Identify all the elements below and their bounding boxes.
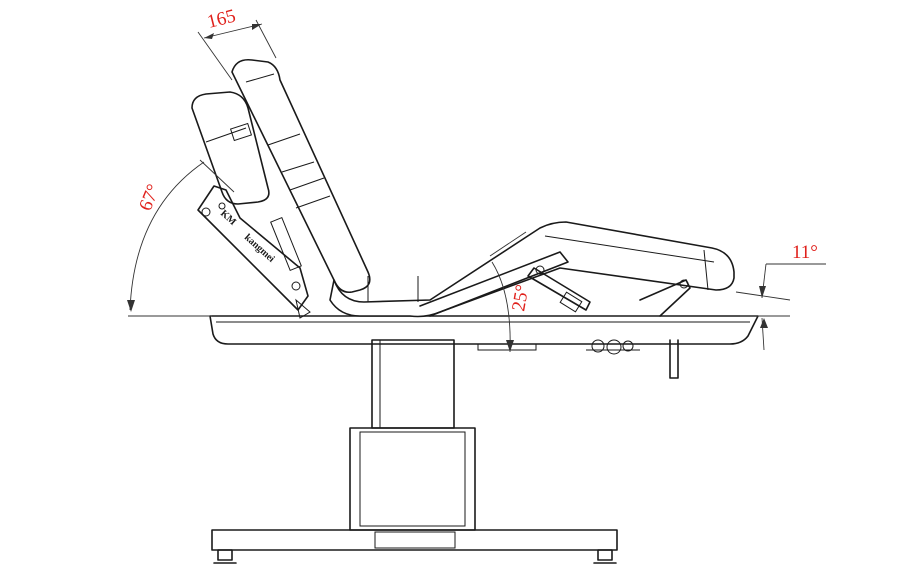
leg-motor [586,339,640,355]
angle-seat-label: 25° [508,283,533,313]
angle-seat: 25° [489,231,534,353]
dimension-165-label: 165 [205,6,238,33]
frame-bracket [477,343,537,351]
backrest-cushion [231,58,371,294]
brand-logo: KM [218,208,239,228]
column-lower-inner [359,431,466,527]
base-center-panel [374,531,456,549]
angle-leg-label: 11° [792,242,818,263]
seat-actuator [527,267,591,311]
lift-column [349,339,476,531]
base-plate [211,529,618,551]
angle-leg: 11° [735,242,826,351]
hinge-plate [197,185,309,311]
control-pedal [669,339,679,379]
backrest-frame: kangmei KM [197,185,311,319]
table-frame [209,315,759,379]
backrest-upper [231,58,371,294]
frame-top [209,315,759,345]
headrest-section [191,91,270,205]
column-lower-housing [349,427,476,531]
foot-right [597,549,613,561]
headrest-cushion [191,91,270,205]
angle-backrest: 67° [127,159,235,317]
seat-section [329,221,735,318]
bed-base [211,529,618,564]
seat-support [419,251,569,317]
seat-and-leg-cushion [329,221,735,318]
column-upper [371,339,455,429]
foot-left [217,549,233,561]
angle-backrest-label: 67° [135,181,164,214]
